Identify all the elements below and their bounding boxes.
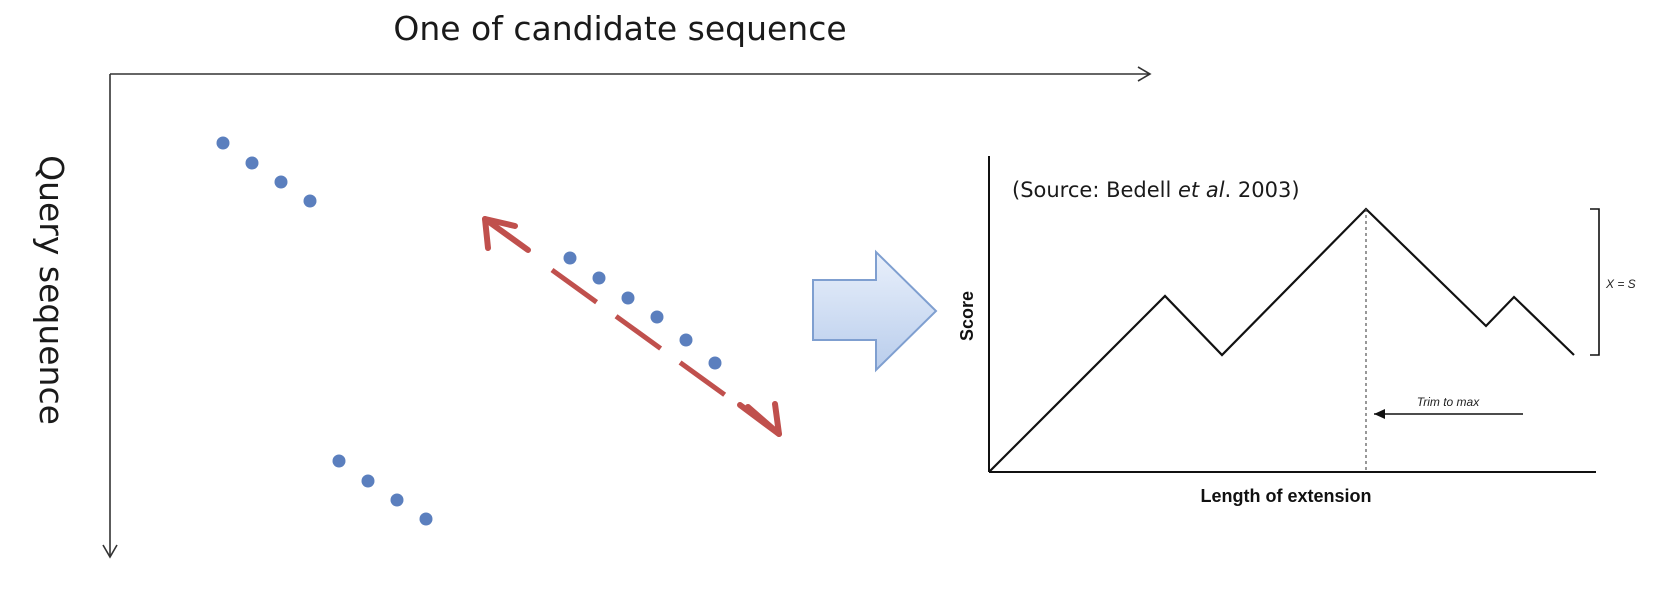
trim-label: Trim to max — [1417, 395, 1480, 409]
match-dot — [419, 512, 433, 526]
match-dot — [679, 333, 693, 347]
dot-group-top-left — [216, 136, 317, 208]
source-suffix: . 2003) — [1225, 178, 1300, 202]
match-dot — [361, 474, 375, 488]
match-dot — [650, 310, 664, 324]
extension-arrow — [482, 216, 782, 437]
left-diagram: One of candidate sequence Query sequence — [32, 9, 1152, 559]
score-chart: (Source: Bedell et al. 2003) Score Lengt… — [957, 156, 1636, 506]
match-dot — [563, 251, 577, 265]
y-axis-label: Query sequence — [32, 155, 71, 425]
drop-label: X = S — [1605, 277, 1636, 291]
dot-group-center — [563, 251, 722, 370]
source-citation: (Source: Bedell et al. 2003) — [1012, 178, 1300, 202]
x-axis-label: One of candidate sequence — [393, 9, 846, 48]
chart-xlabel: Length of extension — [1201, 486, 1372, 506]
match-dot — [332, 454, 346, 468]
score-line — [988, 207, 1575, 473]
dot-group-bottom — [332, 454, 433, 526]
right-block-arrow-icon — [812, 249, 938, 373]
chart-ylabel: Score — [957, 291, 977, 341]
match-dot — [245, 156, 259, 170]
match-dot — [708, 356, 722, 370]
source-prefix: (Source: Bedell — [1012, 178, 1178, 202]
drop-bracket — [1590, 208, 1600, 356]
match-dot — [621, 291, 635, 305]
match-dot — [390, 493, 404, 507]
match-dot — [303, 194, 317, 208]
match-dot — [216, 136, 230, 150]
source-italic: et al — [1178, 178, 1225, 202]
match-dot — [274, 175, 288, 189]
match-dot — [592, 271, 606, 285]
